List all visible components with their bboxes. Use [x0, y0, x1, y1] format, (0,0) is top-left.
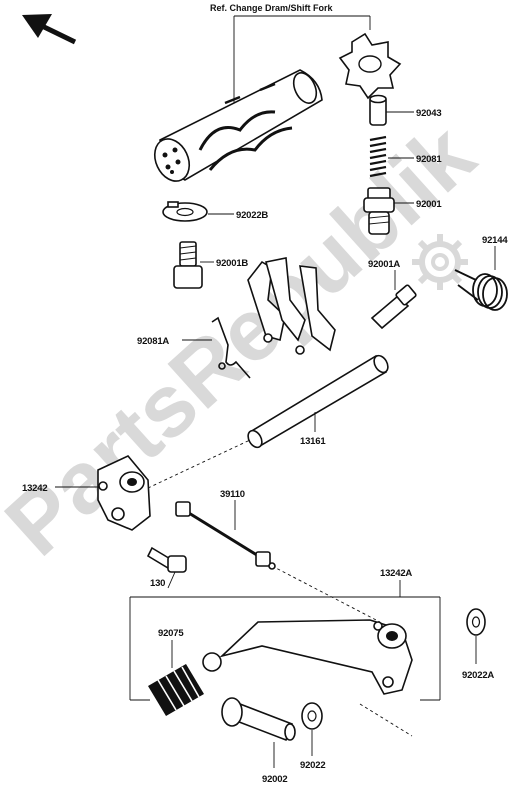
pin-92043	[369, 94, 387, 126]
shift-pedal	[202, 619, 413, 695]
spring-92144	[454, 269, 508, 311]
shift-forks	[247, 257, 336, 355]
rubber-92075	[148, 664, 204, 716]
label-92075: 92075	[158, 628, 184, 639]
ref-note: Ref. Change Dram/Shift Fork	[210, 3, 334, 13]
gear-logo-icon	[412, 234, 468, 290]
label-92081A: 92081A	[137, 336, 169, 347]
plug-92001	[363, 187, 395, 235]
callout-13242A	[129, 580, 441, 701]
washer-92022	[301, 702, 323, 730]
label-92022: 92022	[300, 760, 325, 771]
spring-92081A	[211, 316, 251, 379]
label-92022B: 92022B	[236, 210, 268, 221]
front-arrow-icon	[22, 14, 77, 45]
label-92022A: 92022A	[462, 670, 494, 681]
washer-92022A	[466, 608, 486, 636]
watermark-text: PartsRepublik	[0, 104, 493, 574]
label-13242A: 13242A	[380, 568, 412, 579]
label-92043: 92043	[416, 108, 441, 119]
label-92144: 92144	[482, 235, 508, 246]
star-cam	[338, 32, 402, 100]
shift-shaft-13161	[247, 354, 389, 449]
lever-13242	[97, 455, 151, 531]
label-13161: 13161	[300, 436, 326, 447]
label-39110: 39110	[220, 489, 245, 500]
bolt-92002	[221, 697, 296, 742]
label-92001: 92001	[416, 199, 442, 210]
spring-92081	[369, 135, 387, 178]
watermark: PartsRepublik	[0, 104, 493, 574]
label-92001B: 92001B	[216, 258, 248, 269]
washer-92022B	[162, 201, 208, 222]
label-92081: 92081	[416, 154, 442, 165]
bolt-92001B	[173, 241, 203, 289]
bolt-130	[146, 546, 187, 573]
label-92002: 92002	[262, 774, 287, 785]
rod-39110	[175, 501, 276, 570]
bolt-92001A	[370, 284, 417, 330]
label-130: 130	[150, 578, 165, 589]
label-92001A: 92001A	[368, 259, 400, 270]
label-13242: 13242	[22, 483, 47, 494]
change-drum	[153, 69, 323, 182]
